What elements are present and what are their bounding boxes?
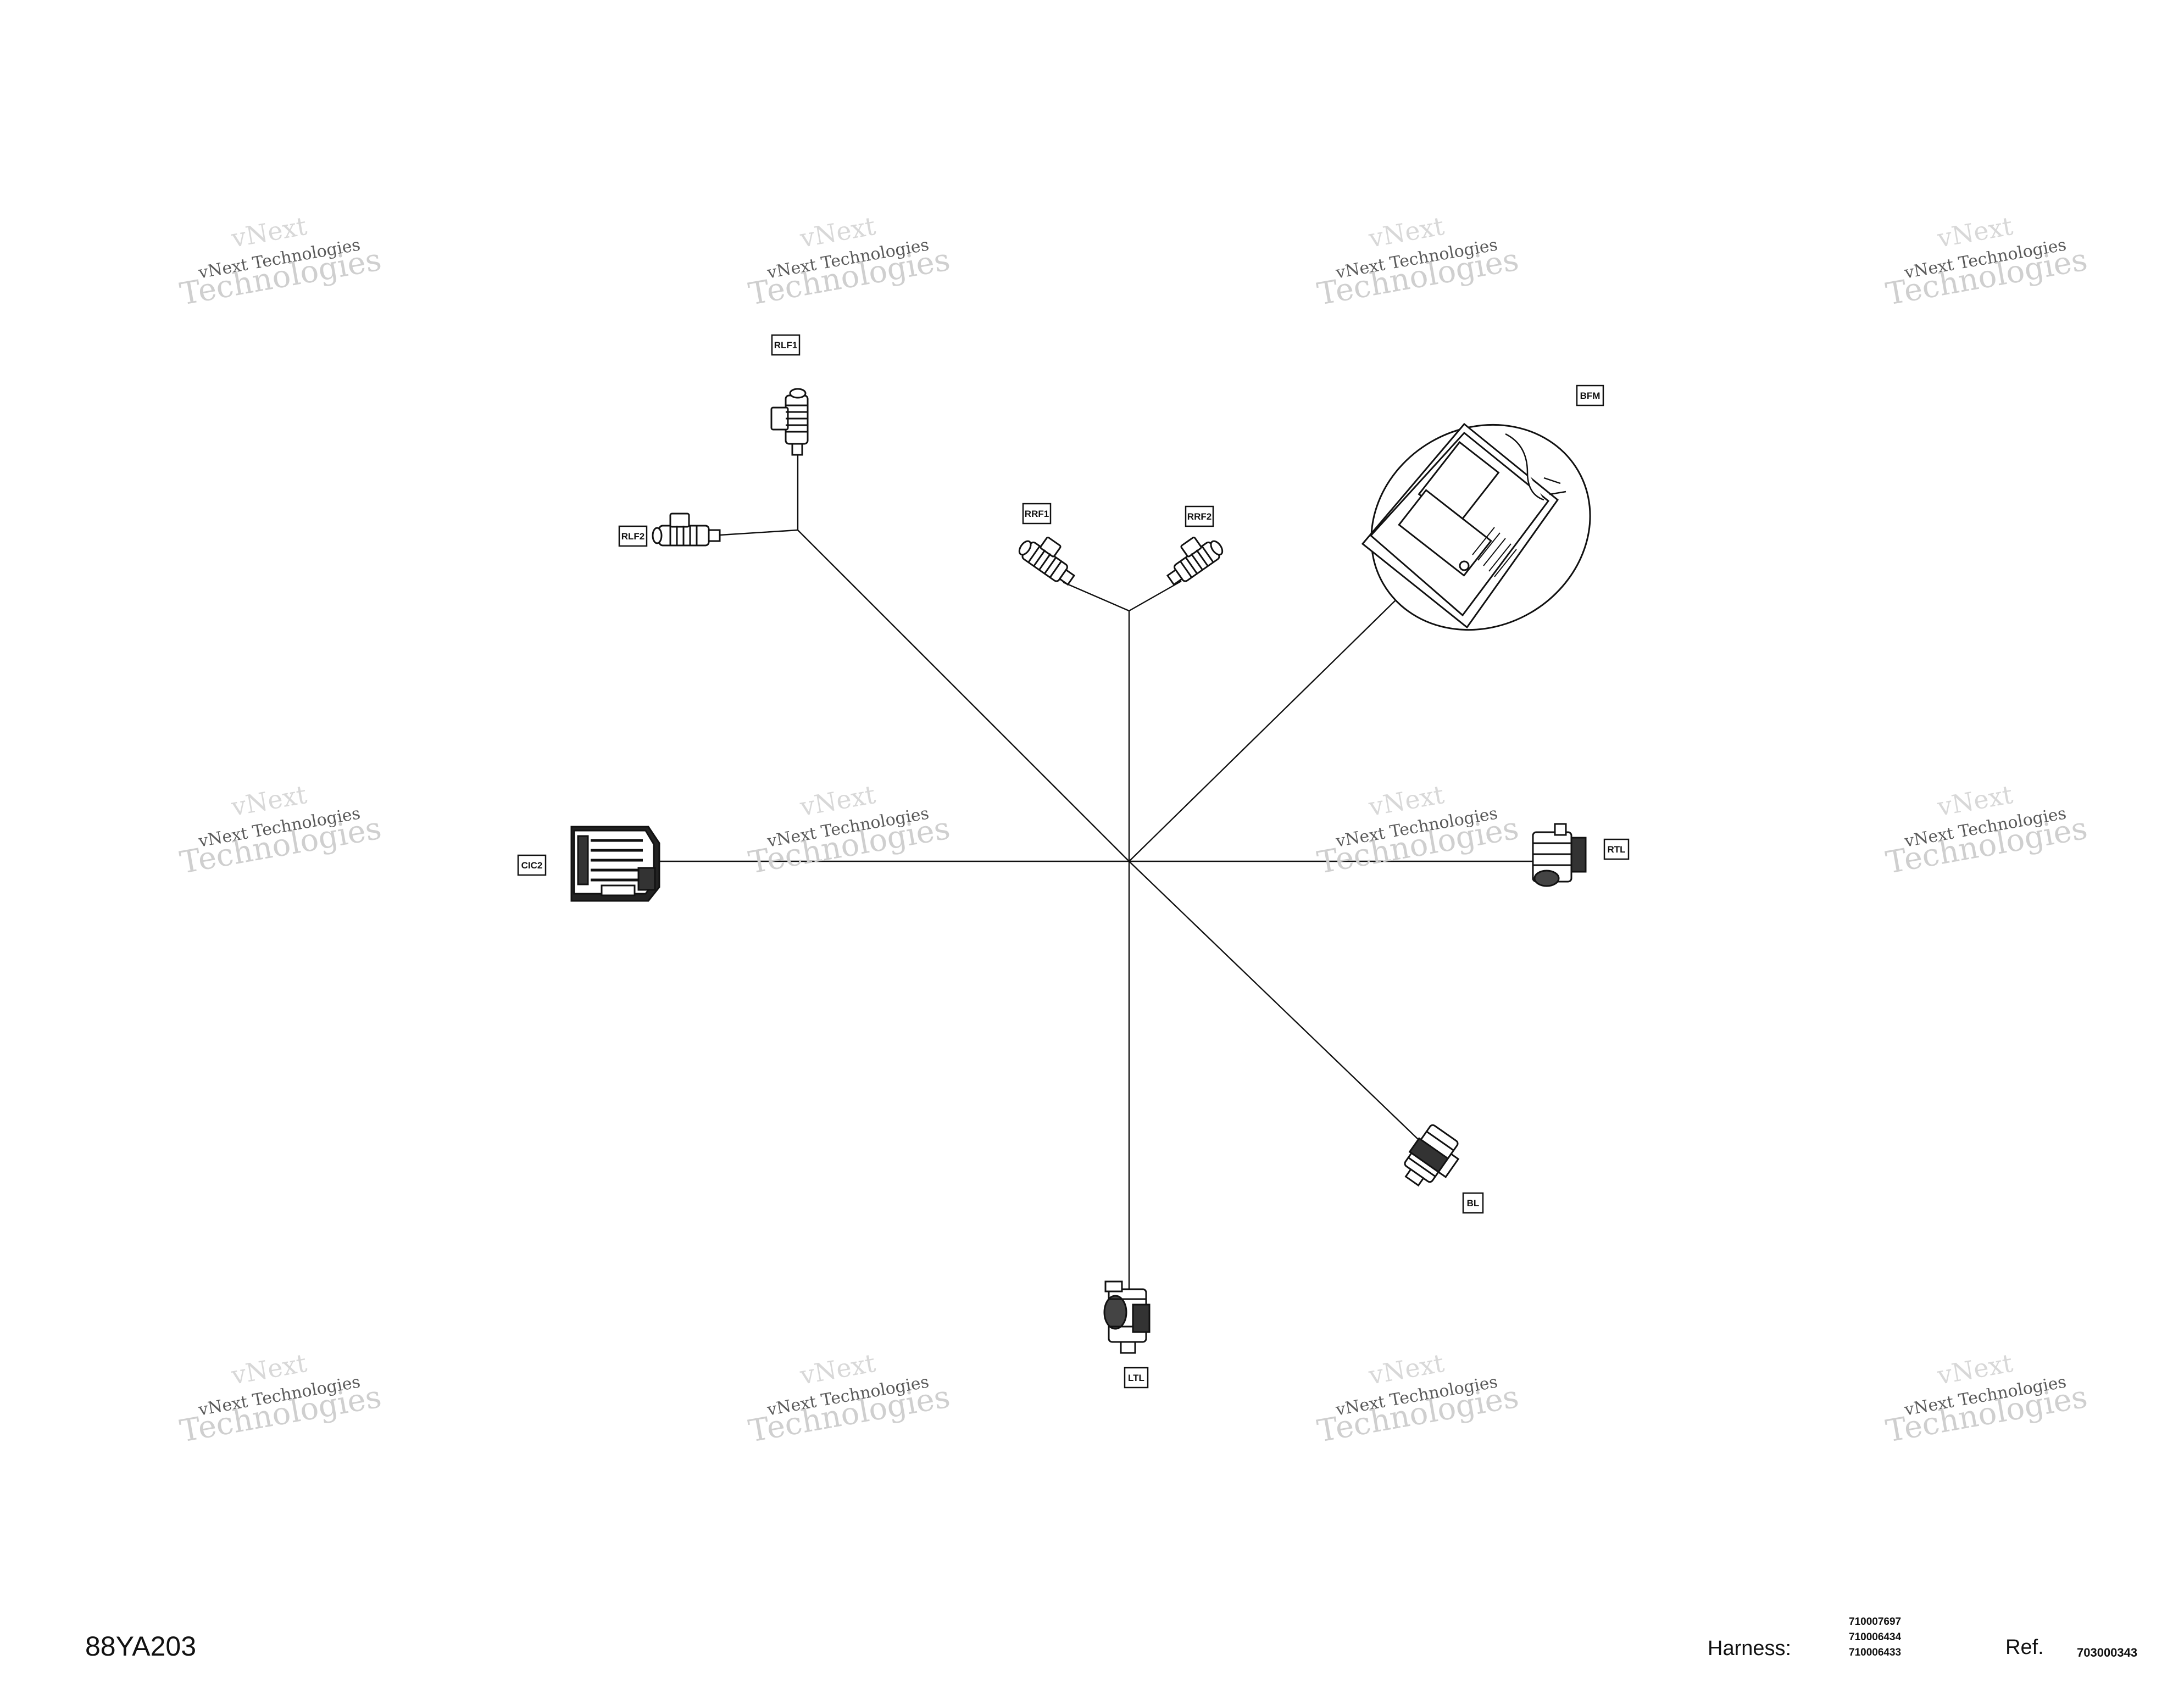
bl-label: BL [1467,1198,1480,1208]
drawing-id: 88YA203 [85,1631,197,1662]
rtl-label: RTL [1607,844,1625,855]
rrf1-connector-icon [1018,536,1076,586]
wire-rrf2 [1129,580,1182,612]
wire-bl [1129,861,1419,1140]
ltl-label-box [1124,1367,1149,1389]
ltl-connector-icon [1103,1280,1151,1354]
rtl-label-box [1603,838,1630,860]
wire-bfm [1129,595,1401,862]
rlf2-label: RLF2 [621,531,645,542]
bl-label-box [1462,1192,1484,1214]
rrf2-connector-icon [1166,536,1224,586]
rlf1-label-box [771,334,801,356]
ltl-label: LTL [1128,1373,1144,1383]
rlf1-label: RLF1 [774,340,798,350]
rlf1-connector-icon [770,388,809,456]
bfm-label-box [1576,385,1604,406]
wire-rrf1 [1063,581,1130,612]
harness-number: 710006433 [1849,1647,1902,1658]
wire-rlf2 [711,529,798,537]
rtl-connector-icon [1532,823,1587,887]
rrf2-label: RRF2 [1187,511,1212,522]
bfm-label: BFM [1580,391,1601,401]
harness-number: 710007697 [1849,1616,1902,1628]
ref-label: Ref. [2005,1636,2044,1659]
cic2-connector-icon [570,826,660,902]
rlf2-label-box [618,525,648,547]
bfm-module-icon [1361,422,1591,631]
rrf1-label: RRF1 [1025,509,1049,519]
rrf2-label-box [1185,505,1214,527]
harness-number: 710006434 [1849,1631,1902,1643]
cic2-label: CIC2 [521,860,543,871]
bl-connector-icon [1404,1124,1460,1187]
rlf2-connector-icon [652,512,721,547]
wire-rlf-branch [797,530,1130,862]
rrf1-label-box [1022,503,1052,525]
ref-value: 703000343 [2077,1646,2138,1659]
harness-label: Harness: [1708,1637,1792,1660]
cic2-label-box [517,854,547,876]
